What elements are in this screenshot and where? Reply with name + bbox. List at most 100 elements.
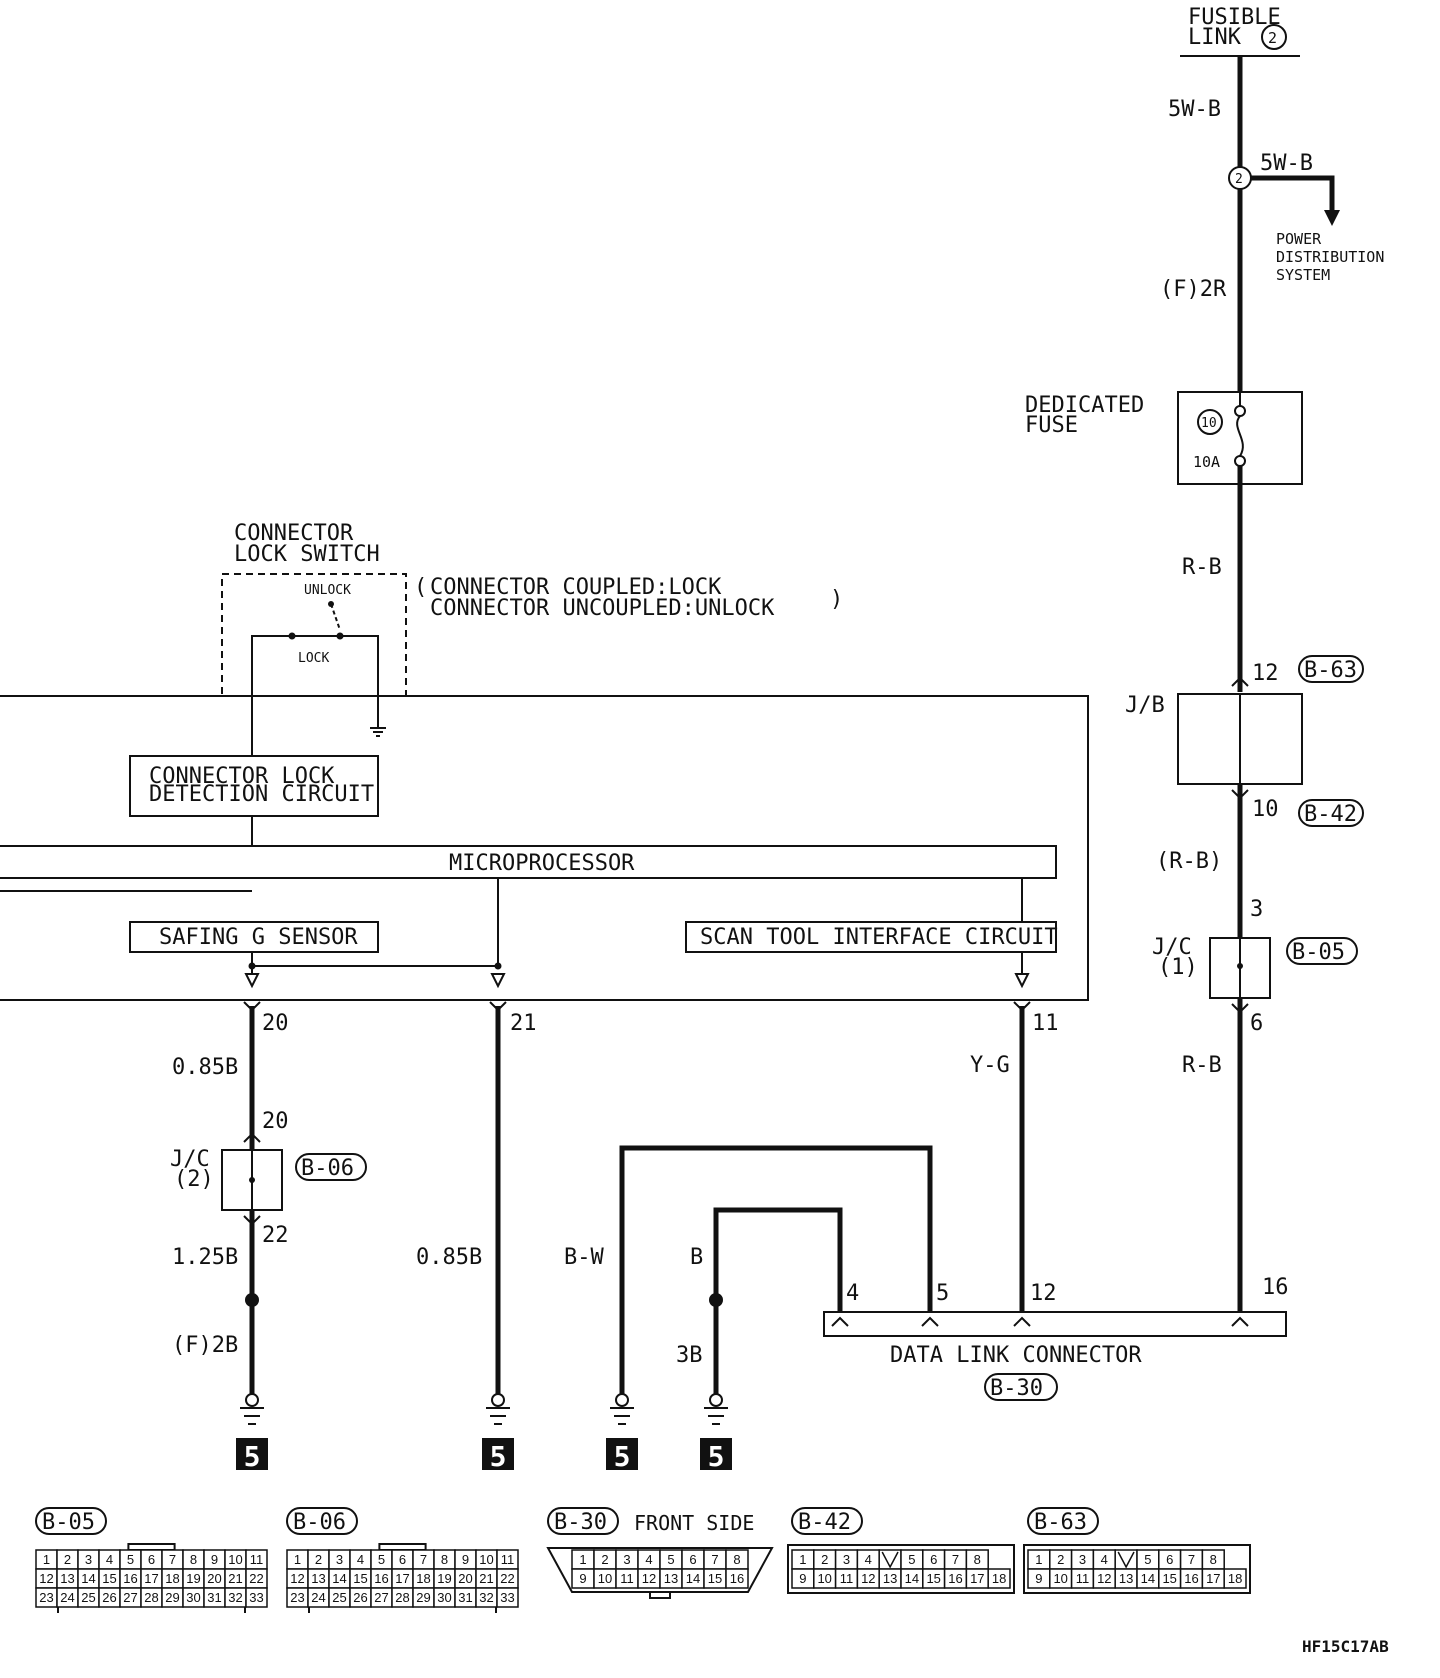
pin-cell: 30 xyxy=(433,1587,456,1608)
pin-cell: 13 xyxy=(1114,1568,1138,1589)
connector-id-badge xyxy=(791,1507,863,1535)
pin-cell: 4 xyxy=(349,1549,372,1570)
pin-cell: 4 xyxy=(637,1549,661,1570)
pin-number: 16 xyxy=(1184,1571,1198,1586)
pin-number: 13 xyxy=(664,1571,678,1586)
pin-number: 2 xyxy=(601,1552,608,1567)
wire-label-b: B xyxy=(690,1245,703,1270)
pin-cell-box xyxy=(496,1587,519,1608)
lock-detection-label-1: CONNECTOR LOCK xyxy=(149,764,335,789)
pin-number: 1 xyxy=(43,1552,50,1567)
ground-number: 5 xyxy=(614,1440,631,1473)
pin-cell: 4 xyxy=(856,1549,880,1570)
pin-number: 18 xyxy=(165,1571,179,1586)
lock-switch-loop xyxy=(251,635,379,728)
pin-cell: 11 xyxy=(615,1568,639,1589)
pin-number: 20 xyxy=(207,1571,221,1586)
lock-contact-left xyxy=(288,632,296,640)
pin-number: 9 xyxy=(1035,1571,1042,1586)
pin-number: 19 xyxy=(437,1571,451,1586)
pin-number: 5 xyxy=(378,1552,385,1567)
pin-number: 21 xyxy=(228,1571,242,1586)
pin-cell: 8 xyxy=(433,1549,456,1570)
pin-number: 4 xyxy=(106,1552,113,1567)
fuse-number-circle xyxy=(1197,409,1223,435)
pin-number: 17 xyxy=(970,1571,984,1586)
pin-number: 12 xyxy=(290,1571,304,1586)
pin-arrow-dlc-4 xyxy=(831,1316,849,1327)
pin-cell: 3 xyxy=(1070,1549,1095,1570)
pin-number: 32 xyxy=(228,1590,242,1605)
pin-number: 6 xyxy=(148,1552,155,1567)
pin-cell: 10 xyxy=(475,1549,498,1570)
pin-cell: 9 xyxy=(791,1568,815,1589)
pin-cell: 5 xyxy=(900,1549,924,1570)
connector-id: B-42 xyxy=(798,1510,851,1535)
splice-number: 2 xyxy=(1235,172,1243,187)
pin-number: 14 xyxy=(332,1571,346,1586)
pin-arrow-dlc-12 xyxy=(1013,1316,1031,1327)
pin-number: 12 xyxy=(39,1571,53,1586)
pin-number: 16 xyxy=(374,1571,388,1586)
pin-number: 4 xyxy=(1101,1552,1108,1567)
pin-number: 8 xyxy=(733,1552,740,1567)
pin-number: 28 xyxy=(144,1590,158,1605)
pin-number: 12 xyxy=(642,1571,656,1586)
pin-cell: 8 xyxy=(965,1549,989,1570)
pin-cell: 18 xyxy=(1223,1568,1247,1589)
connector-caption: FRONT SIDE xyxy=(634,1511,754,1535)
splice-dot-125b xyxy=(245,1293,259,1307)
pin-number: 7 xyxy=(420,1552,427,1567)
pin-number: 16 xyxy=(730,1571,744,1586)
pin-cell: 13 xyxy=(878,1568,902,1589)
pin-cell: 23 xyxy=(35,1587,58,1608)
pin-number: 18 xyxy=(992,1571,1006,1586)
pin-cell: 5 xyxy=(370,1549,393,1570)
pin-arrow-jb-top xyxy=(1231,676,1249,687)
unit-pin-21: 21 xyxy=(510,1011,537,1036)
fusible-link-label-1: FUSIBLE xyxy=(1188,5,1281,30)
pin-cell: 7 xyxy=(703,1549,727,1570)
pin-cell: 16 xyxy=(1179,1568,1204,1589)
jc1-junction-dot xyxy=(1237,963,1243,969)
pin-cell: 33 xyxy=(245,1587,268,1608)
pin-cell: 12 xyxy=(286,1568,309,1589)
pin-cell: 8 xyxy=(182,1549,205,1570)
pin-cell: 2 xyxy=(307,1549,330,1570)
wire-label-rb-paren: (R-B) xyxy=(1156,849,1222,874)
connector-id: B-63 xyxy=(1034,1510,1087,1535)
jc2-pin-bottom: 22 xyxy=(262,1223,289,1248)
jb-label: J/B xyxy=(1125,693,1165,718)
connector-housing xyxy=(787,1544,1015,1594)
pin-number: 5 xyxy=(908,1552,915,1567)
pin-number: 26 xyxy=(353,1590,367,1605)
pin-number: 9 xyxy=(579,1571,586,1586)
pin-number: 2 xyxy=(1057,1552,1064,1567)
ground-number: 5 xyxy=(490,1440,507,1473)
pin-cell: 1 xyxy=(791,1549,815,1570)
ground-number-badge xyxy=(482,1438,514,1470)
pin-cell: 20 xyxy=(454,1568,477,1589)
splice-dot-b xyxy=(709,1293,723,1307)
jc1-label-1: J/C xyxy=(1152,935,1192,960)
ground-terminal-icon xyxy=(491,1393,505,1407)
splice-point-2: 2 xyxy=(1228,166,1252,190)
pin-number: 13 xyxy=(311,1571,325,1586)
pin-cell: 9 xyxy=(454,1549,477,1570)
joint-connector-2: 20 J/C (2) B-06 22 xyxy=(170,1109,367,1248)
pin-number: 24 xyxy=(311,1590,325,1605)
pin-number: 26 xyxy=(102,1590,116,1605)
chassis-ground-icon xyxy=(370,727,386,737)
pin-cell: 14 xyxy=(681,1568,705,1589)
ground-number-badge xyxy=(606,1438,638,1470)
pin-number: 7 xyxy=(169,1552,176,1567)
connector-id-badge xyxy=(1027,1507,1099,1535)
wire-b xyxy=(713,1207,843,1394)
pin-number: 10 xyxy=(1053,1571,1067,1586)
jb-conn-top: B-63 xyxy=(1304,658,1357,683)
scan-tool-label: SCAN TOOL INTERFACE CIRCUIT xyxy=(700,925,1058,950)
fuse-label-1: DEDICATED xyxy=(1025,393,1144,418)
pin-number: 6 xyxy=(399,1552,406,1567)
pin-cell: 2 xyxy=(1049,1549,1073,1570)
